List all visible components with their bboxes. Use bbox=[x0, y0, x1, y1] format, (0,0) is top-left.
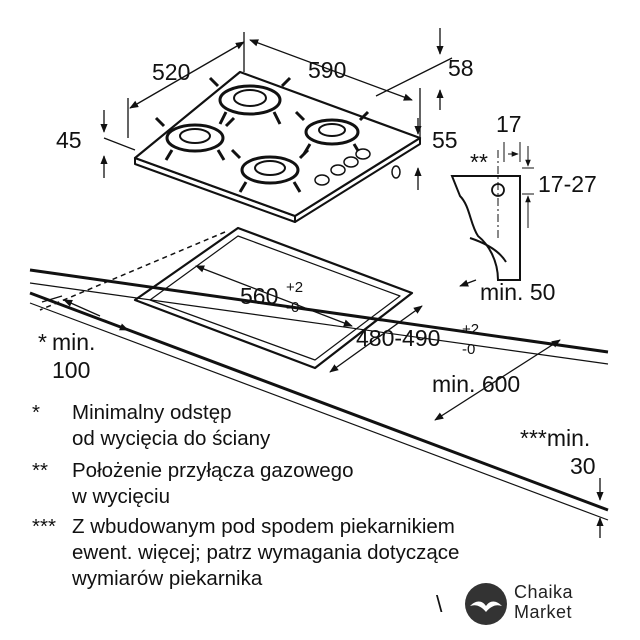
dim-wall-min: min. bbox=[52, 329, 95, 355]
dim-min-front: min. 50 bbox=[480, 279, 555, 305]
dim-cutout-depth-tol-sub: -0 bbox=[462, 341, 475, 358]
note-3-mark: *** bbox=[32, 515, 56, 538]
dim-min-depth: min. 600 bbox=[432, 371, 520, 397]
note-1: * Minimalny odstęp od wycięcia do ściany bbox=[32, 400, 452, 454]
note-2-line-2: w wycięciu bbox=[72, 485, 170, 508]
dim-pipe-height: 17-27 bbox=[538, 171, 597, 197]
dim-cutout-depth: 480-490 bbox=[356, 325, 440, 351]
dim-wall-value: 100 bbox=[52, 357, 90, 383]
dimension-lines bbox=[41, 28, 604, 538]
pipe-mark: ** bbox=[470, 149, 488, 175]
dim-top-offset: 58 bbox=[448, 55, 474, 81]
dim-width: 520 bbox=[152, 59, 190, 85]
note-1-line-2: od wycięcia do ściany bbox=[72, 427, 271, 450]
brand-name-line-1: Chaika bbox=[514, 582, 574, 602]
dim-cutout-width-tol-sup: +2 bbox=[286, 279, 303, 296]
note-3-line-2: ewent. więcej; patrz wymagania dotyczące bbox=[72, 541, 460, 564]
control-knobs bbox=[314, 148, 401, 186]
seagull-logo-icon bbox=[465, 583, 507, 625]
note-2-line-1: Położenie przyłącza gazowego bbox=[72, 459, 354, 482]
gas-connection-detail bbox=[450, 142, 534, 281]
note-1-mark: * bbox=[32, 401, 40, 424]
dim-oven-min: ***min. bbox=[520, 425, 590, 451]
brand-watermark: Chaika Market bbox=[464, 580, 614, 630]
dim-height-top: 45 bbox=[56, 127, 82, 153]
note-3-line-3: wymiarów piekarnika bbox=[72, 567, 263, 590]
hob bbox=[133, 70, 422, 223]
note-2: ** Położenie przyłącza gazowego w wycięc… bbox=[32, 458, 452, 512]
note-1-line-1: Minimalny odstęp bbox=[72, 401, 232, 424]
burner-left bbox=[154, 116, 236, 161]
wall-guide-dashed bbox=[39, 231, 226, 311]
note-2-mark: ** bbox=[32, 459, 48, 482]
burner-right bbox=[294, 110, 370, 155]
dim-height-bottom: 55 bbox=[432, 127, 458, 153]
stray-mark: \ bbox=[436, 591, 443, 617]
brand-name-line-2: Market bbox=[514, 602, 573, 622]
dim-cutout-depth-tol-sup: +2 bbox=[462, 321, 479, 338]
note-3-line-1: Z wbudowanym pod spodem piekarnikiem bbox=[72, 515, 455, 538]
dim-cutout-width-tol-sub: -0 bbox=[286, 299, 299, 316]
wall-mark: * bbox=[38, 329, 47, 355]
dim-oven-value: 30 bbox=[570, 453, 596, 479]
dim-depth: 590 bbox=[308, 57, 346, 83]
dim-pipe-dist: 17 bbox=[496, 111, 522, 137]
dim-cutout-width: 560 bbox=[240, 283, 278, 309]
burner-front bbox=[230, 148, 310, 193]
note-3: *** Z wbudowanym pod spodem piekarnikiem… bbox=[32, 514, 592, 594]
